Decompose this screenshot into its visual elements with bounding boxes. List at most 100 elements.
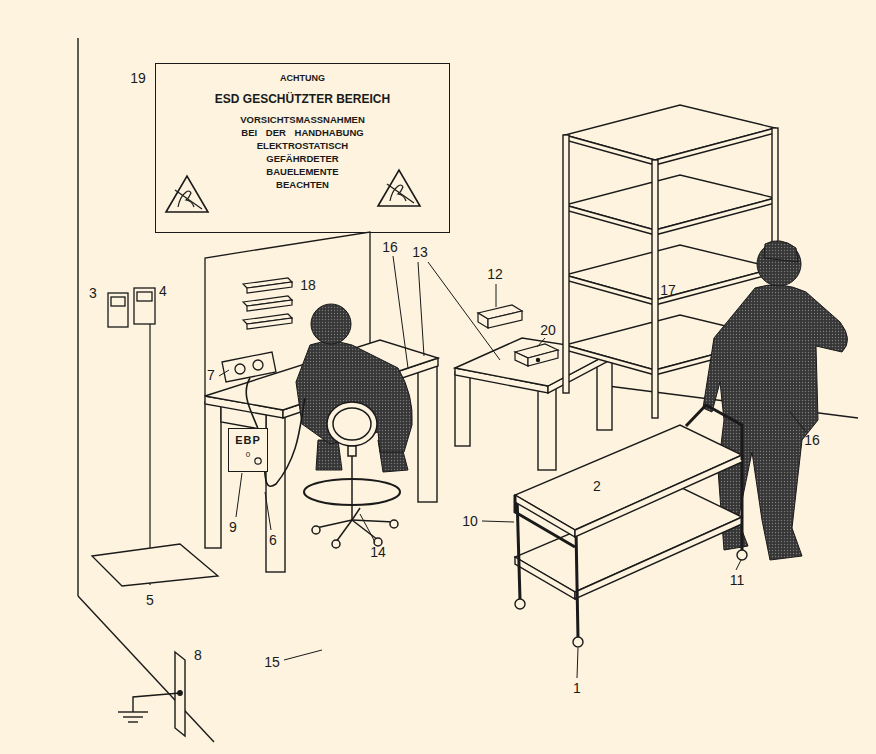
leader-line — [236, 473, 242, 517]
storage-box — [478, 313, 488, 328]
esd-trolley — [515, 557, 575, 599]
chair-base — [312, 526, 320, 534]
ground-wire — [149, 324, 150, 585]
esd-trolley — [573, 637, 583, 647]
leader-line — [577, 648, 578, 678]
chair-back — [333, 408, 371, 440]
power-outlet — [222, 352, 276, 382]
esd-trolley — [515, 599, 525, 609]
callout-number: 1 — [573, 680, 581, 696]
side-table — [597, 358, 612, 430]
ionizer-box — [528, 350, 558, 366]
leader-line — [736, 560, 741, 570]
wall-shelf — [247, 300, 292, 311]
wall-shelf — [247, 318, 292, 329]
callout-number: 2 — [593, 478, 601, 494]
callout-number: 15 — [264, 654, 280, 670]
callout-number: 3 — [89, 285, 97, 301]
side-table — [455, 338, 612, 470]
room-walls — [78, 596, 214, 742]
esd-trolley — [515, 495, 575, 547]
storage-box — [488, 311, 522, 328]
standing-person — [764, 241, 798, 262]
esd-trolley — [575, 517, 742, 599]
shelf-rack — [565, 105, 775, 160]
side-table — [455, 372, 470, 446]
esd-trolley — [515, 405, 747, 647]
callout-number: 12 — [487, 266, 503, 282]
ionizer-box — [515, 344, 558, 366]
wall-device — [134, 288, 155, 324]
callout-number: 8 — [194, 647, 202, 663]
esd-trolley — [737, 550, 747, 560]
shelf-rack — [563, 135, 569, 393]
chair-base — [352, 520, 394, 522]
earth-point — [123, 716, 143, 717]
wall-shelf — [243, 278, 292, 329]
shelf-rack — [565, 135, 655, 165]
esd-trolley — [741, 455, 744, 550]
floor-mat — [92, 544, 218, 586]
callout-number: 13 — [412, 244, 428, 260]
leader-line — [418, 262, 424, 356]
leader-line — [790, 412, 806, 432]
callout-number: 6 — [269, 532, 277, 548]
wall-device — [137, 292, 152, 301]
shelf-rack — [565, 245, 775, 300]
chair-base — [304, 479, 400, 505]
leader-line — [219, 370, 229, 376]
wall-device — [108, 288, 155, 327]
earth-point — [118, 711, 148, 712]
sign-title: ESD GESCHÜTZTER BEREICH — [215, 92, 390, 106]
leader-line — [360, 514, 375, 542]
callout-number: 16 — [804, 432, 820, 448]
callout-number: 14 — [370, 544, 386, 560]
callout-number: 19 — [130, 70, 146, 86]
sign-text: VORSICHTSMASSNAHMEN BEI DER HANDHABUNG E… — [239, 113, 367, 191]
callout-number: 11 — [730, 572, 745, 588]
ground-jack — [255, 458, 261, 464]
workbench — [205, 340, 438, 572]
chair-base — [351, 447, 353, 520]
callout-number: 18 — [300, 277, 316, 293]
chair-base — [332, 540, 340, 548]
ionizer-box — [536, 358, 539, 361]
shelf-rack — [565, 345, 655, 375]
leader-line — [284, 650, 322, 660]
floor-mat — [92, 544, 218, 586]
room-walls — [78, 38, 858, 742]
callout-number: 7 — [207, 367, 215, 383]
leader-line — [537, 338, 545, 347]
seated-person — [316, 440, 342, 470]
seated-person — [311, 304, 351, 344]
shelf-rack — [652, 160, 658, 418]
callout-number: 4 — [159, 283, 167, 299]
warning-sign: ACHTUNG ESD GESCHÜTZTER BEREICH VORSICHTSM… — [155, 63, 450, 233]
earth-point — [128, 721, 138, 722]
leader-line — [482, 521, 514, 522]
leader-line — [393, 256, 408, 368]
workbench — [418, 362, 437, 502]
esd-symbol — [166, 176, 208, 212]
side-table — [538, 388, 556, 470]
chair-base — [352, 508, 360, 520]
room-walls — [77, 38, 78, 596]
seated-person — [296, 304, 412, 472]
callout-number: 17 — [660, 282, 676, 298]
callout-number: 5 — [146, 592, 154, 608]
leader-line — [496, 284, 497, 307]
sign-heading: ACHTUNG — [280, 73, 325, 84]
panel-label: EBP — [235, 434, 261, 447]
power-outlet — [222, 352, 276, 382]
shelf-rack — [655, 128, 775, 165]
shelf-rack — [565, 275, 655, 305]
leader-line — [219, 256, 806, 678]
esd-trolley — [517, 495, 520, 600]
esd-trolley — [576, 530, 578, 638]
earth-point — [133, 693, 180, 712]
storage-box — [478, 305, 522, 328]
